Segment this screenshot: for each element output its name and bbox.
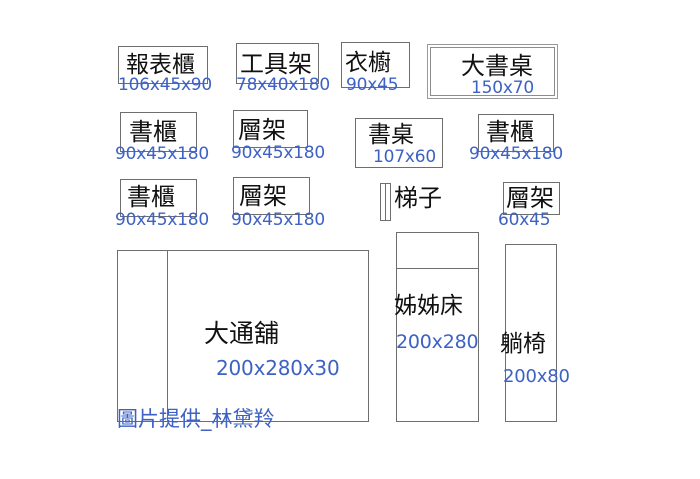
label-report-cabinet: 報表櫃 xyxy=(126,52,195,78)
label-bookcase-3: 書櫃 xyxy=(127,183,175,211)
furniture-box-big-desk[interactable] xyxy=(427,44,558,99)
label-shelf-2: 層架 xyxy=(239,182,287,210)
dimension-big-desk: 150x70 xyxy=(471,78,534,98)
big-platform-bed-divider xyxy=(167,251,168,421)
label-sister-bed: 姊姊床 xyxy=(394,293,463,319)
furniture-box-desk[interactable] xyxy=(355,118,443,168)
furniture-box-recliner[interactable] xyxy=(505,244,557,422)
sister-bed-pillow-divider xyxy=(397,268,478,269)
label-shelf-3: 層架 xyxy=(506,184,554,212)
dimension-desk: 107x60 xyxy=(373,147,436,167)
dimension-report-cabinet: 106x45x90 xyxy=(118,75,213,95)
label-big-desk: 大書桌 xyxy=(461,52,533,80)
furniture-box-shelf-1[interactable] xyxy=(233,110,308,148)
furniture-box-bookcase-1[interactable] xyxy=(120,112,197,152)
label-big-platform-bed: 大通舖 xyxy=(204,319,280,348)
dimension-bookcase-1: 90x45x180 xyxy=(115,144,210,164)
furniture-box-ladder[interactable] xyxy=(380,183,391,221)
dimension-shelf-3: 60x45 xyxy=(498,210,551,230)
furniture-box-tool-rack[interactable] xyxy=(236,43,319,84)
label-recliner: 躺椅 xyxy=(500,331,546,357)
label-ladder: 梯子 xyxy=(394,184,442,212)
label-bookcase-1: 書櫃 xyxy=(129,118,177,146)
label-desk: 書桌 xyxy=(368,122,414,148)
furniture-box-bookcase-2[interactable] xyxy=(478,114,554,152)
dimension-wardrobe: 90x45 xyxy=(346,75,399,95)
furniture-box-sister-bed[interactable] xyxy=(396,232,479,422)
furniture-box-report-cabinet[interactable] xyxy=(118,46,208,84)
label-bookcase-2: 書櫃 xyxy=(486,118,534,146)
furniture-box-wardrobe[interactable] xyxy=(341,42,410,88)
furniture-box-shelf-2[interactable] xyxy=(233,177,310,215)
label-wardrobe: 衣櫥 xyxy=(345,50,391,76)
dimension-bookcase-2: 90x45x180 xyxy=(469,144,564,164)
furniture-box-bookcase-3[interactable] xyxy=(120,179,197,217)
furniture-box-shelf-3[interactable] xyxy=(503,182,560,215)
dimension-big-platform-bed: 200x280x30 xyxy=(216,356,340,380)
furniture-box-big-platform-bed[interactable] xyxy=(117,250,369,422)
image-credit: 圖片提供_林黛羚 xyxy=(117,407,275,431)
dimension-sister-bed: 200x280 xyxy=(396,331,479,353)
dimension-shelf-2: 90x45x180 xyxy=(231,210,326,230)
dimension-shelf-1: 90x45x180 xyxy=(231,143,326,163)
dimension-bookcase-3: 90x45x180 xyxy=(115,210,210,230)
label-tool-rack: 工具架 xyxy=(240,50,312,78)
ladder-rail-divider xyxy=(385,184,386,220)
label-shelf-1: 層架 xyxy=(238,116,286,144)
dimension-recliner: 200x80 xyxy=(503,366,570,387)
dimension-tool-rack: 78x40x180 xyxy=(236,75,331,95)
